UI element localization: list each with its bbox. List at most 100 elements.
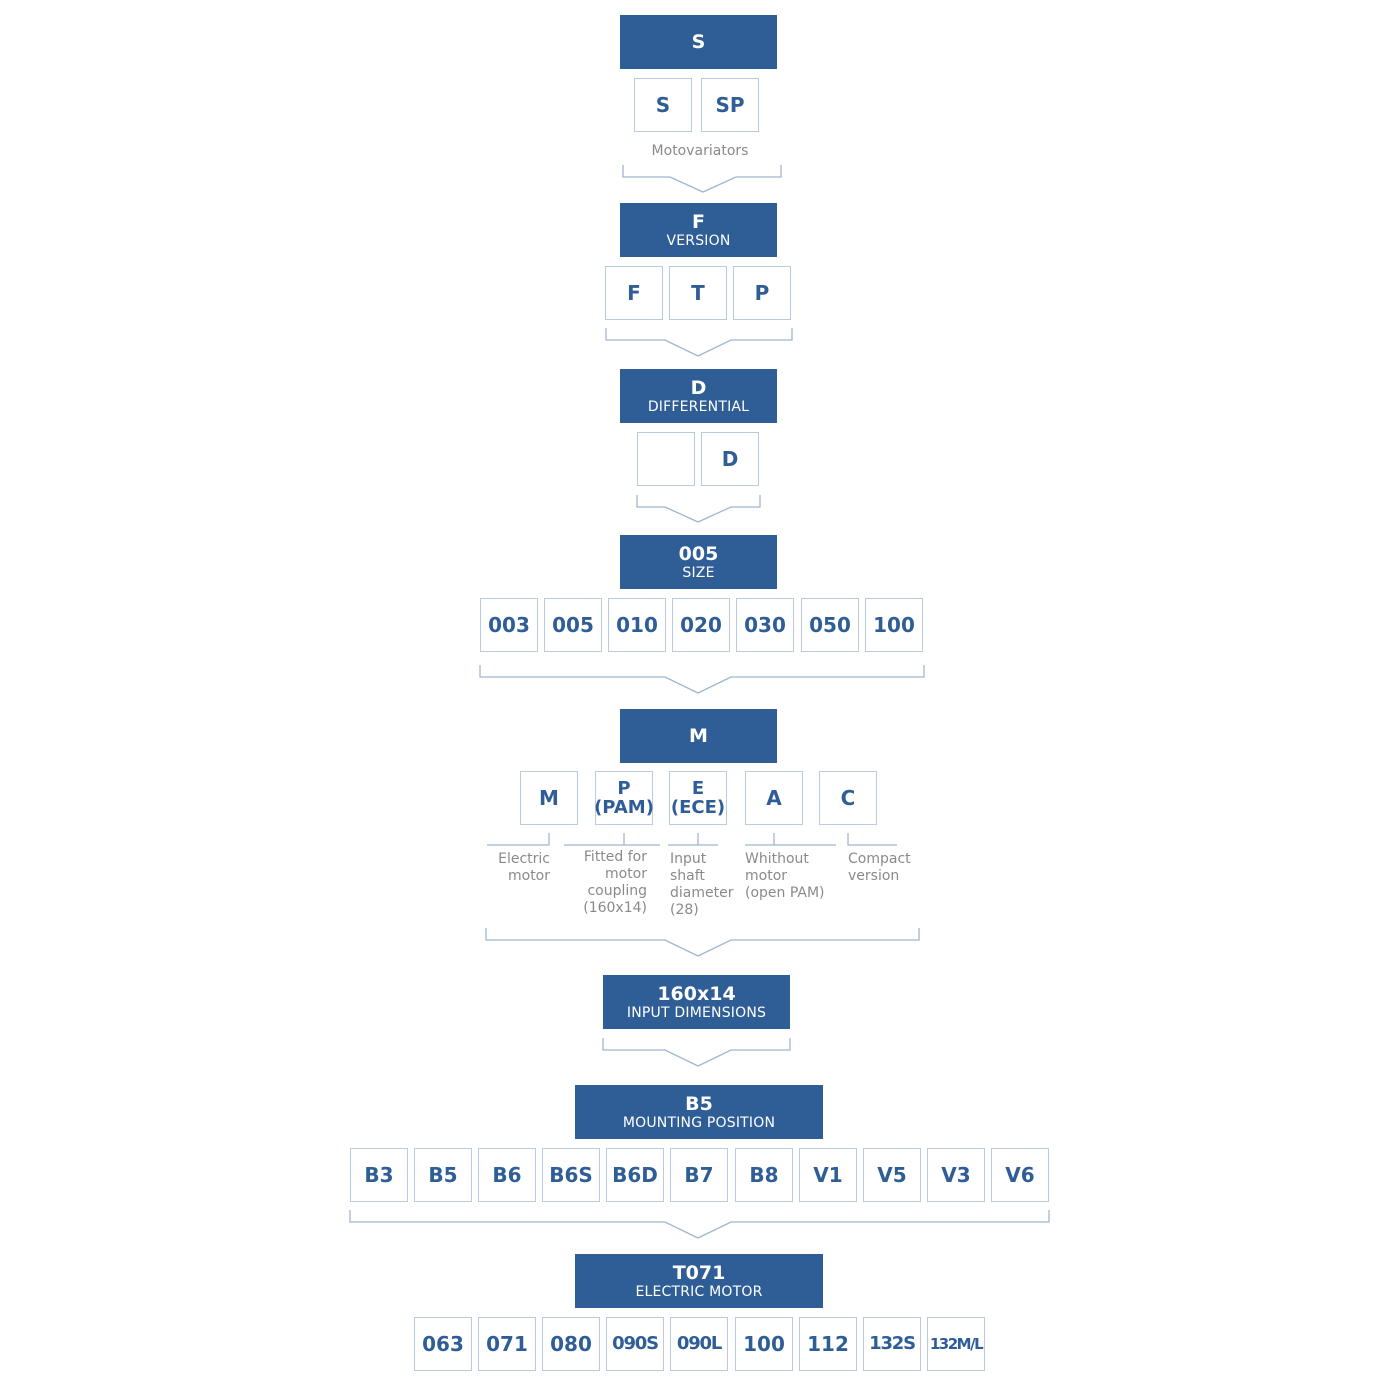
electric-motor-option[interactable]: 132S [863, 1317, 921, 1371]
mounting-option[interactable]: B7 [670, 1148, 728, 1202]
series-code: S [691, 30, 706, 53]
mounting-option[interactable]: B6D [606, 1148, 664, 1202]
differential-option-none[interactable] [637, 432, 695, 486]
series-option-sp[interactable]: SP [701, 78, 759, 132]
mounting-option[interactable]: B8 [735, 1148, 793, 1202]
option-label: 003 [488, 613, 530, 637]
bracket-size [479, 665, 925, 694]
tick-p [564, 833, 660, 846]
electric-motor-code: T071 [672, 1261, 726, 1284]
motor-option-m[interactable]: M [520, 771, 578, 825]
size-option[interactable]: 003 [480, 598, 538, 652]
size-option[interactable]: 100 [865, 598, 923, 652]
caption-fitted-for-motor: Fitted for motor coupling (160x14) [583, 849, 647, 916]
motor-option-e[interactable]: E (ECE) [669, 771, 727, 825]
version-option-f[interactable]: F [605, 266, 663, 320]
bracket-motor [485, 928, 920, 957]
caption-input-shaft: Input shaft diameter (28) [670, 851, 734, 918]
option-label: 030 [744, 613, 786, 637]
option-label: B6 [492, 1163, 522, 1187]
option-label: B6D [612, 1163, 658, 1187]
input-dimensions-header: 160x14 INPUT DIMENSIONS [603, 975, 790, 1029]
mounting-option[interactable]: B6S [542, 1148, 600, 1202]
electric-motor-option[interactable]: 090L [670, 1317, 728, 1371]
mounting-option[interactable]: V6 [991, 1148, 1049, 1202]
mounting-code: B5 [685, 1092, 713, 1115]
option-label-top: P [617, 778, 631, 799]
bracket-series [622, 165, 782, 193]
electric-motor-header: T071 ELECTRIC MOTOR [575, 1254, 823, 1308]
mounting-header: B5 MOUNTING POSITION [575, 1085, 823, 1139]
mounting-option[interactable]: B5 [414, 1148, 472, 1202]
option-label: C [840, 786, 856, 810]
option-label: 100 [743, 1332, 785, 1356]
electric-motor-option[interactable]: 071 [478, 1317, 536, 1371]
option-label: B7 [684, 1163, 714, 1187]
input-dimensions-label: INPUT DIMENSIONS [626, 1004, 767, 1021]
motor-option-p[interactable]: P (PAM) [594, 771, 654, 825]
bracket-mounting [349, 1210, 1050, 1239]
differential-option-d[interactable]: D [701, 432, 759, 486]
version-option-t[interactable]: T [669, 266, 727, 320]
version-label: VERSION [666, 232, 731, 249]
series-caption: Motovariators [651, 143, 749, 159]
mounting-option[interactable]: V3 [927, 1148, 985, 1202]
option-label: 112 [807, 1332, 849, 1356]
mounting-option[interactable]: V5 [863, 1148, 921, 1202]
size-option[interactable]: 020 [672, 598, 730, 652]
motor-option-a[interactable]: A [745, 771, 803, 825]
option-label: 132M/L [929, 1335, 984, 1353]
option-label: A [766, 786, 782, 810]
size-option[interactable]: 010 [608, 598, 666, 652]
version-code: F [692, 210, 705, 233]
option-label: P [754, 281, 770, 305]
electric-motor-option[interactable]: 112 [799, 1317, 857, 1371]
tick-a [745, 833, 836, 846]
option-label: 090L [676, 1333, 722, 1354]
size-option[interactable]: 005 [544, 598, 602, 652]
option-label: F [627, 281, 641, 305]
version-header: F VERSION [620, 203, 777, 257]
option-label: 090S [612, 1333, 659, 1354]
bracket-differential [636, 495, 761, 523]
mounting-label: MOUNTING POSITION [622, 1114, 776, 1131]
electric-motor-option[interactable]: 090S [606, 1317, 664, 1371]
option-label: M [539, 786, 559, 810]
option-label: 063 [422, 1332, 464, 1356]
option-label: SP [715, 93, 745, 117]
option-label: B5 [428, 1163, 458, 1187]
size-option[interactable]: 050 [801, 598, 859, 652]
option-label: T [691, 281, 705, 305]
option-label: B8 [749, 1163, 779, 1187]
electric-motor-option[interactable]: 063 [414, 1317, 472, 1371]
option-label-bottom: (PAM) [594, 797, 654, 818]
version-option-p[interactable]: P [733, 266, 791, 320]
option-label: V6 [1005, 1163, 1035, 1187]
option-label: D [721, 447, 739, 471]
option-label: B6S [549, 1163, 593, 1187]
motor-option-c[interactable]: C [819, 771, 877, 825]
option-label: 005 [552, 613, 594, 637]
mounting-option[interactable]: V1 [799, 1148, 857, 1202]
option-label: B3 [364, 1163, 394, 1187]
electric-motor-option[interactable]: 100 [735, 1317, 793, 1371]
size-option[interactable]: 030 [736, 598, 794, 652]
tick-m [487, 833, 550, 846]
mounting-option[interactable]: B6 [478, 1148, 536, 1202]
bracket-input [602, 1038, 791, 1067]
differential-label: DIFFERENTIAL [647, 398, 750, 415]
option-label: 080 [550, 1332, 592, 1356]
size-code: 005 [678, 542, 719, 565]
input-dimensions-code: 160x14 [657, 982, 736, 1005]
series-header: S [620, 15, 777, 69]
motor-header: M [620, 709, 777, 763]
bracket-version [605, 328, 793, 357]
size-label: SIZE [682, 564, 715, 581]
series-option-s[interactable]: S [634, 78, 692, 132]
electric-motor-option[interactable]: 080 [542, 1317, 600, 1371]
mounting-option[interactable]: B3 [350, 1148, 408, 1202]
option-label: 010 [616, 613, 658, 637]
electric-motor-option[interactable]: 132M/L [927, 1317, 985, 1371]
size-header: 005 SIZE [620, 535, 777, 589]
